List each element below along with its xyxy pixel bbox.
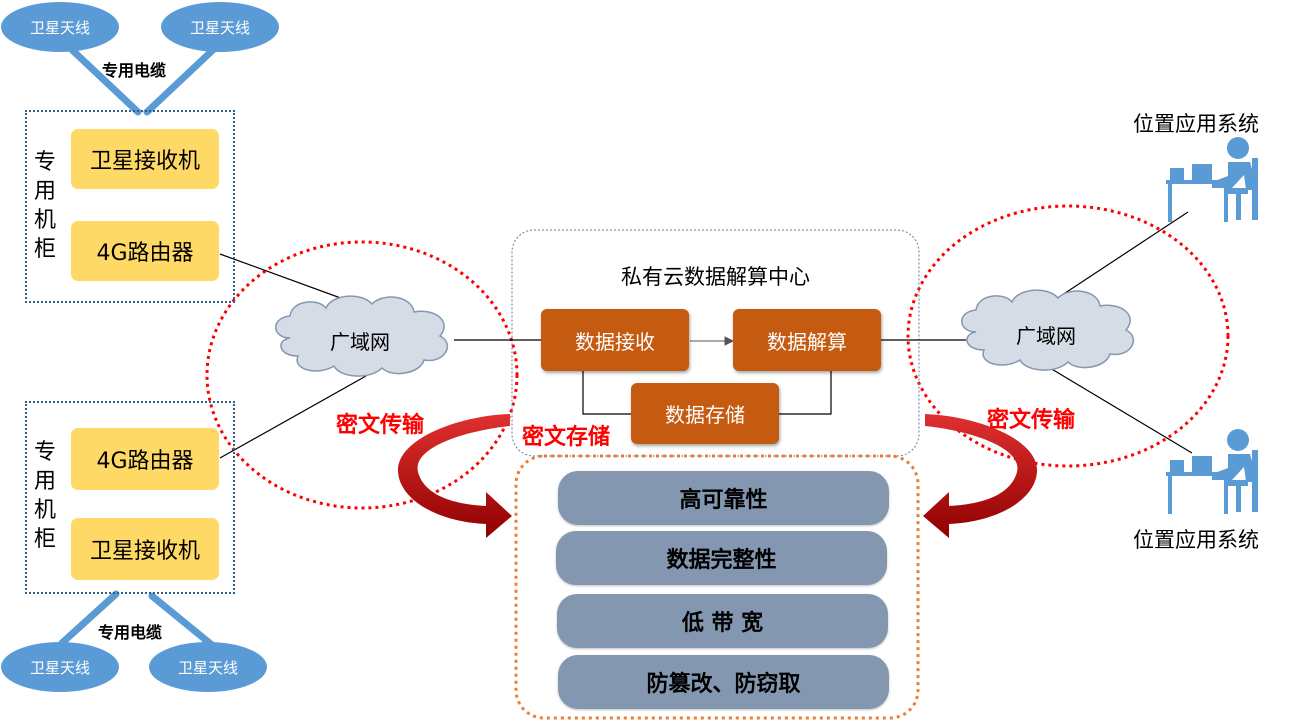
router-box-top: 4G路由器 bbox=[71, 221, 219, 281]
app-system-label-top: 位置应用系统 bbox=[1133, 112, 1259, 136]
satellite-receiver-box-bottom: 卫星接收机 bbox=[71, 518, 219, 580]
feature-item: 低 带 宽 bbox=[557, 594, 888, 648]
satellite-antenna-icon-top-left bbox=[1, 2, 119, 52]
cloud-center-frame bbox=[511, 229, 920, 457]
cable-lines-bottom bbox=[58, 590, 216, 649]
data-storage-box: 数据存储 bbox=[631, 383, 779, 444]
feature-item: 数据完整性 bbox=[556, 531, 887, 585]
antenna-label-top-right: 卫星天线 bbox=[189, 18, 250, 37]
features-frame bbox=[514, 454, 920, 720]
wan-label-right: 广域网 bbox=[1016, 324, 1076, 348]
encrypted-transfer-label-left: 密文传输 bbox=[336, 413, 425, 438]
satellite-antenna-icon-top-right bbox=[161, 2, 279, 52]
cloud-left-shape bbox=[275, 295, 448, 377]
satellite-antenna-icon-bottom-left bbox=[1, 642, 119, 692]
person-at-desk-icon-bottom bbox=[1166, 429, 1258, 514]
data-compute-box: 数据解算 bbox=[733, 309, 881, 371]
person-at-desk-icon-top bbox=[1166, 137, 1258, 222]
cable-label-top: 专用电缆 bbox=[102, 61, 167, 80]
connection-lines bbox=[219, 211, 1193, 459]
encrypted-transfer-label-right: 密文传输 bbox=[987, 408, 1076, 433]
router-box-bottom: 4G路由器 bbox=[71, 428, 219, 490]
encrypted-transfer-zone-left bbox=[205, 240, 519, 510]
cabinet-bottom-title: 专用机柜 bbox=[33, 440, 56, 552]
encrypted-storage-label: 密文存储 bbox=[522, 425, 611, 450]
cable-lines-top bbox=[66, 44, 219, 116]
antenna-label-top-left: 卫星天线 bbox=[29, 18, 90, 37]
cable-label-bottom: 专用电缆 bbox=[98, 623, 163, 642]
feature-item: 高可靠性 bbox=[558, 471, 889, 525]
red-arrow-left bbox=[397, 414, 512, 538]
cloud-right-shape bbox=[961, 289, 1134, 371]
antenna-label-bottom-left: 卫星天线 bbox=[29, 658, 90, 677]
satellite-antenna-icon-bottom-right bbox=[149, 642, 267, 692]
feature-item: 防篡改、防窃取 bbox=[558, 655, 889, 709]
wan-label-left: 广域网 bbox=[330, 330, 390, 354]
cabinet-top bbox=[25, 110, 235, 303]
flow-arrow bbox=[690, 336, 735, 346]
cloud-center-title: 私有云数据解算中心 bbox=[621, 265, 810, 289]
encrypted-transfer-zone-right bbox=[906, 204, 1230, 468]
satellite-receiver-box-top: 卫星接收机 bbox=[71, 129, 219, 189]
app-system-label-bottom: 位置应用系统 bbox=[1133, 528, 1259, 552]
data-receive-box: 数据接收 bbox=[541, 309, 689, 371]
red-arrow-right bbox=[923, 414, 1038, 538]
cabinet-bottom bbox=[25, 401, 235, 594]
antenna-label-bottom-right: 卫星天线 bbox=[177, 658, 238, 677]
cabinet-top-title: 专用机柜 bbox=[33, 150, 56, 262]
